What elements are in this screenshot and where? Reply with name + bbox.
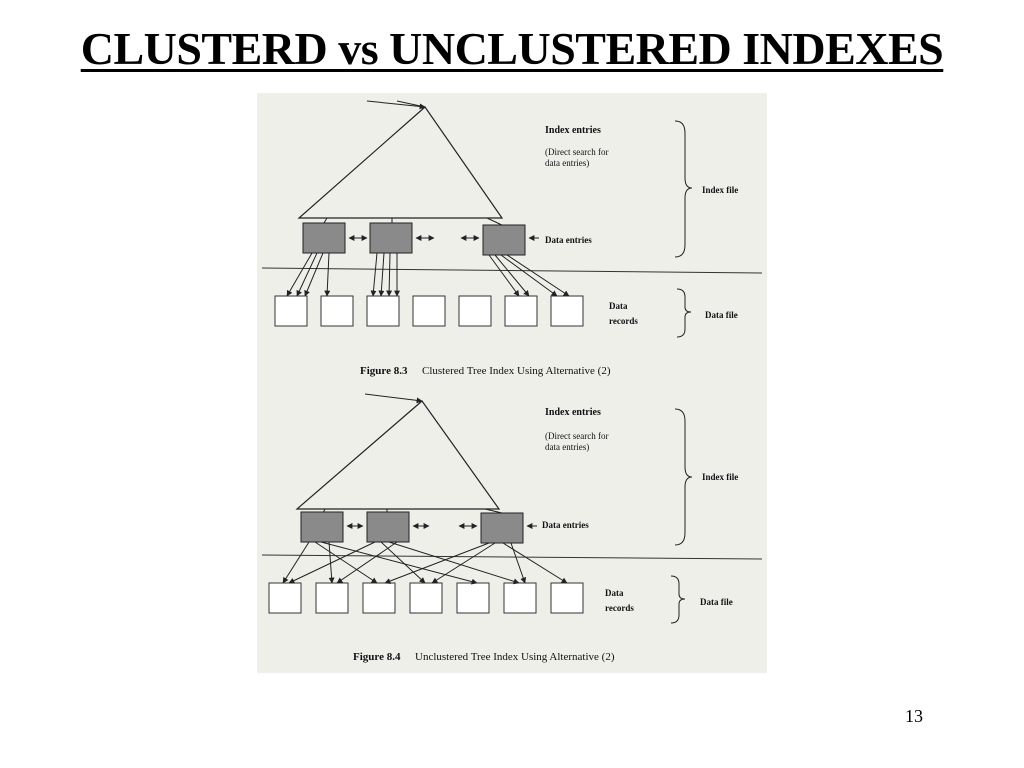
records-label: records bbox=[605, 603, 634, 613]
index-entries-label: Index entries bbox=[545, 407, 601, 418]
data-entry-page bbox=[480, 512, 524, 544]
search-note-line2: data entries) bbox=[545, 442, 589, 452]
data-entry-page bbox=[302, 222, 346, 254]
index-tree-triangle bbox=[297, 106, 504, 219]
index-entries-label: Index entries bbox=[545, 125, 601, 136]
data-file-label: Data file bbox=[700, 597, 733, 607]
data-label: Data bbox=[605, 588, 624, 598]
scanned-figure: Index entries (Direct search for data en… bbox=[257, 93, 767, 673]
data-entry-page bbox=[482, 224, 526, 256]
slide-title: CLUSTERD vs UNCLUSTERED INDEXES bbox=[80, 23, 944, 74]
index-file-label: Index file bbox=[702, 472, 738, 482]
data-entry-page bbox=[366, 511, 410, 543]
data-file-brace bbox=[670, 575, 686, 624]
data-file-label: Data file bbox=[705, 310, 738, 320]
index-file-brace bbox=[674, 120, 693, 258]
index-file-brace bbox=[674, 408, 693, 546]
figure-caption: Clustered Tree Index Using Alternative (… bbox=[422, 365, 611, 377]
search-note-line1: (Direct search for bbox=[545, 431, 608, 441]
figure-caption: Unclustered Tree Index Using Alternative… bbox=[415, 651, 615, 663]
figure-number: Figure 8.3 bbox=[360, 365, 408, 377]
figure-number: Figure 8.4 bbox=[353, 651, 401, 663]
records-label: records bbox=[609, 316, 638, 326]
index-file-label: Index file bbox=[702, 185, 738, 195]
index-diagrams: Index entries (Direct search for data en… bbox=[261, 100, 763, 663]
data-entries-label: Data entries bbox=[542, 520, 589, 530]
figure-clustered: Index entries (Direct search for data en… bbox=[261, 100, 763, 377]
index-tree-triangle bbox=[295, 400, 501, 510]
search-note-line2: data entries) bbox=[545, 158, 589, 168]
data-entry-page bbox=[300, 511, 344, 543]
data-entries-label: Data entries bbox=[545, 235, 592, 245]
search-note-line1: (Direct search for bbox=[545, 147, 608, 157]
page-number: 13 bbox=[905, 706, 923, 726]
data-entry-page bbox=[369, 222, 413, 254]
data-file-brace bbox=[676, 288, 692, 338]
figure-unclustered: Index entries (Direct search for data en… bbox=[261, 393, 763, 663]
data-label: Data bbox=[609, 301, 628, 311]
